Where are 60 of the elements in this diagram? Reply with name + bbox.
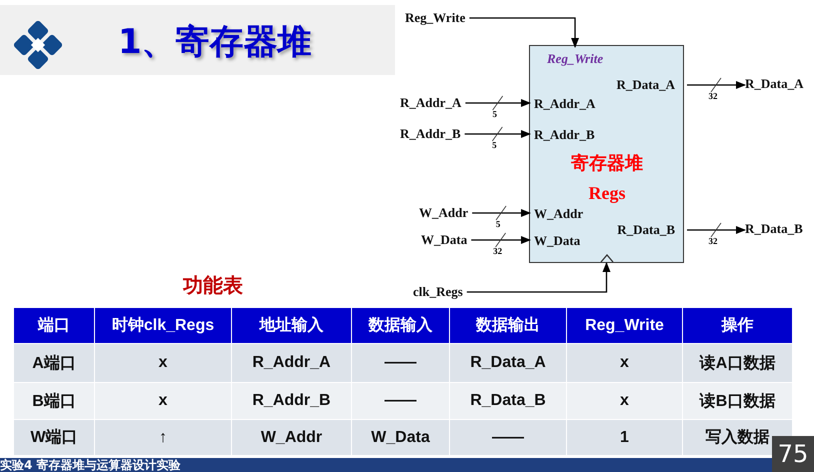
arrow: [469, 17, 580, 48]
bus-width-label: 5: [491, 109, 498, 119]
bus-width-label: 32: [708, 91, 718, 101]
signal-label: Reg_Write: [405, 10, 466, 26]
port-label: W_Addr: [530, 206, 584, 222]
table-cell: R_Data_A: [450, 344, 567, 383]
arrow: [471, 236, 531, 244]
signal-label: R_Addr_B: [400, 126, 461, 142]
port-label: R_Addr_A: [530, 96, 596, 112]
table-cell: ——: [450, 420, 567, 456]
arrow: [464, 130, 531, 138]
table-header-cell: 时钟clk_Regs: [95, 308, 232, 344]
table-cell: W_Data: [352, 420, 450, 456]
table-header-cell: 地址输入: [232, 308, 352, 344]
bus-width-label: 32: [492, 246, 504, 256]
bus-width-label: 32: [708, 236, 718, 246]
table-cell: x: [95, 344, 232, 383]
table-cell: B端口: [14, 383, 95, 420]
port-label: W_Data: [530, 233, 580, 249]
signal-label: clk_Regs: [413, 284, 463, 300]
table-cell: 读A口数据: [683, 344, 793, 383]
arrow: [465, 99, 531, 107]
bus-width-label: 5: [494, 219, 502, 229]
arrow: [466, 262, 610, 293]
signal-label: W_Addr: [419, 205, 468, 221]
signal-label: R_Data_A: [745, 76, 804, 92]
table-heading: 功能表: [183, 272, 243, 299]
table-cell: x: [567, 344, 683, 383]
table-cell: R_Addr_A: [232, 344, 352, 383]
table-cell: A端口: [14, 344, 95, 383]
table-cell: ——: [352, 383, 450, 420]
table-cell: x: [95, 383, 232, 420]
table-cell: ↑: [95, 420, 232, 456]
signal-label: R_Data_B: [745, 221, 803, 237]
port-label: R_Data_A: [616, 77, 683, 93]
slide-title: 1、寄存器堆: [118, 21, 312, 64]
table-cell: W_Addr: [232, 420, 352, 456]
bus-width-label: 5: [491, 140, 498, 150]
table-cell: 读B口数据: [683, 383, 793, 420]
signal-label: R_Addr_A: [400, 95, 462, 111]
arrow: [472, 209, 531, 217]
table-header-cell: 操作: [683, 308, 793, 344]
arrow: [687, 81, 746, 89]
arrow: [687, 226, 746, 234]
table-header-cell: 数据输出: [450, 308, 567, 344]
port-label: Reg_Write: [547, 47, 604, 67]
table-cell: R_Data_B: [450, 383, 567, 420]
table-header-cell: Reg_Write: [567, 308, 683, 344]
register-file-block: [529, 45, 684, 263]
table-header-cell: 数据输入: [352, 308, 450, 344]
port-label: R_Addr_B: [530, 127, 595, 143]
table-cell: ——: [352, 344, 450, 383]
table-cell: R_Addr_B: [232, 383, 352, 420]
table-cell: x: [567, 383, 683, 420]
table-cell: W端口: [14, 420, 95, 456]
table-cell: 1: [567, 420, 683, 456]
signal-label: W_Data: [421, 232, 468, 248]
table-header-cell: 端口: [14, 308, 95, 344]
block-label: 寄存器堆 Regs: [570, 152, 644, 205]
port-label: R_Data_B: [617, 222, 683, 238]
